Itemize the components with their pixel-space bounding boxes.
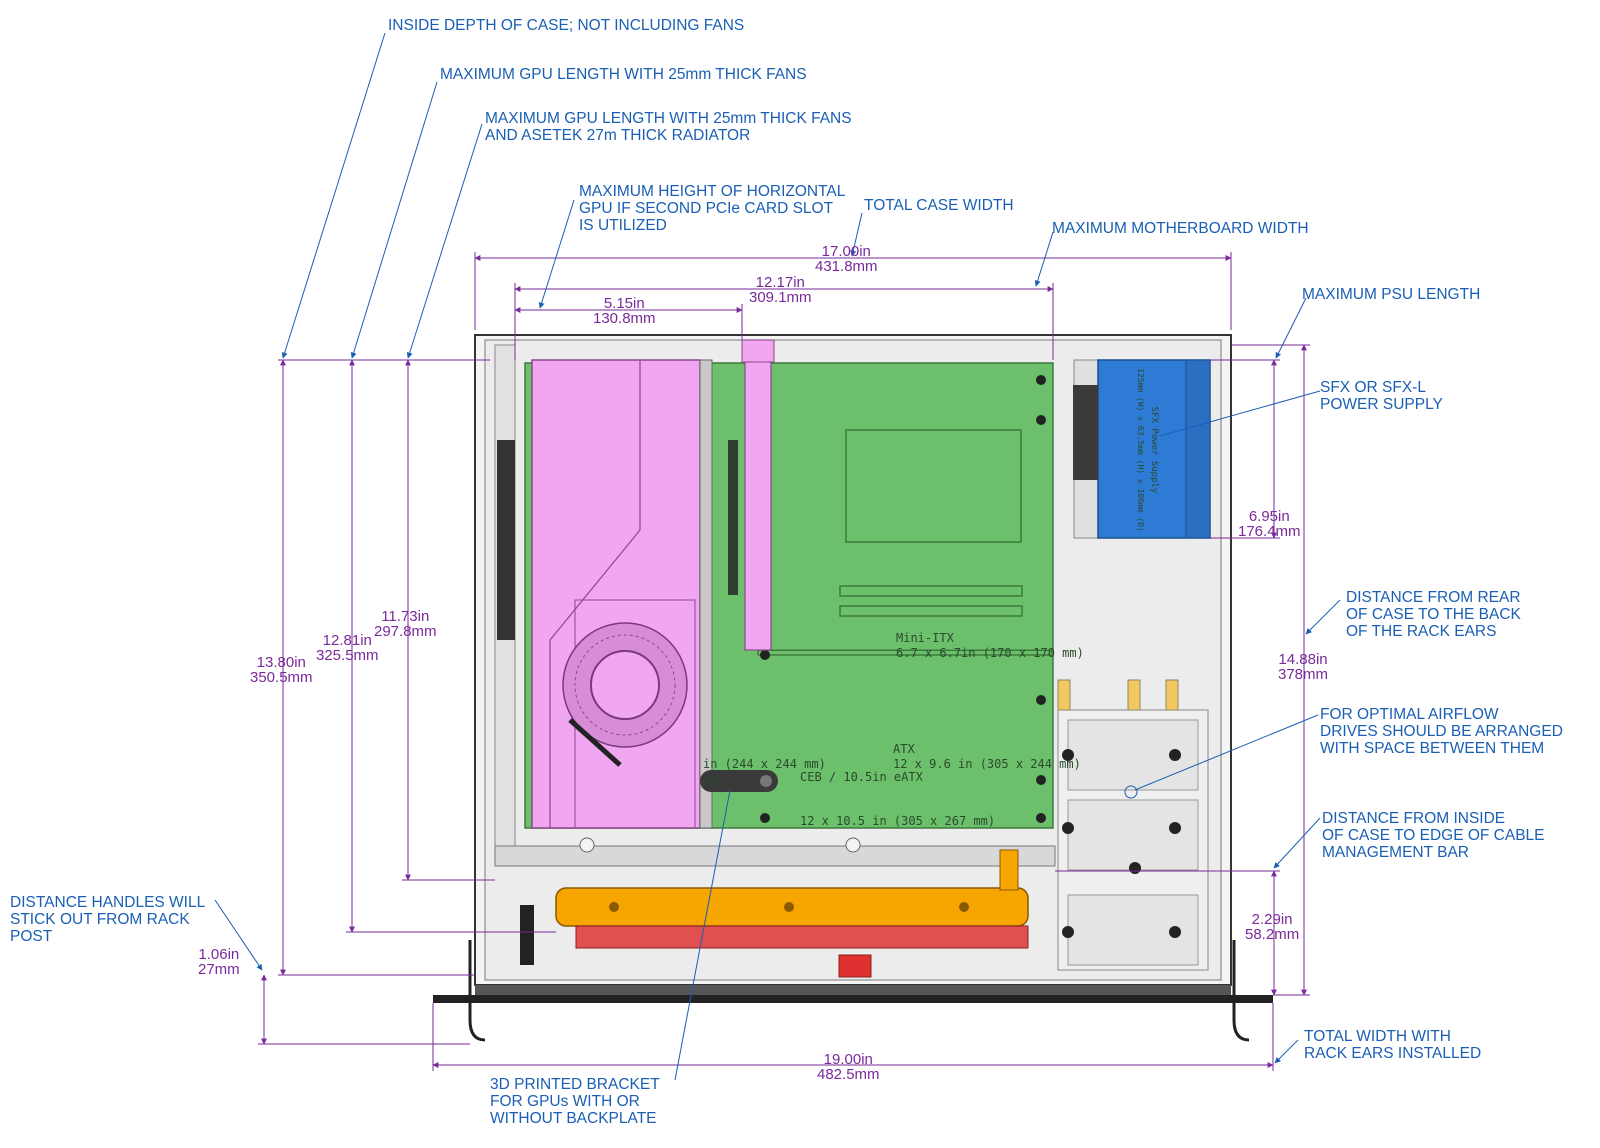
total-width-mm: 482.5mm xyxy=(817,1066,880,1083)
dimension-lines xyxy=(258,252,1310,1071)
cable-bar-label-2: OF CASE TO EDGE OF CABLE xyxy=(1322,827,1545,844)
psu-length-mm: 176.4mm xyxy=(1238,523,1301,540)
cable-management-bar xyxy=(494,837,1056,867)
psu-length-in: 6.95in xyxy=(1248,508,1290,525)
airflow-label-2: DRIVES SHOULD BE ARRANGED xyxy=(1320,723,1563,740)
rack-ears-label-1: DISTANCE FROM REAR xyxy=(1346,589,1521,606)
gpu-length-radiator-label-2: AND ASETEK 27m THICK RADIATOR xyxy=(485,127,751,144)
gpu-length-radiator-label-1: MAXIMUM GPU LENGTH WITH 25mm THICK FANS xyxy=(485,110,852,127)
rack-ears-label-2: OF CASE TO THE BACK xyxy=(1346,606,1521,623)
psu-label-line1: SFX Power Supply xyxy=(1149,407,1159,494)
psu-type-label-2: POWER SUPPLY xyxy=(1320,396,1443,413)
mb-width-in: 12.17in xyxy=(755,274,805,291)
mb-width-mm: 309.1mm xyxy=(749,289,812,306)
bracket-label-1: 3D PRINTED BRACKET xyxy=(490,1076,660,1093)
cable-bar-label-1: DISTANCE FROM INSIDE xyxy=(1322,810,1506,827)
handles-label-1: DISTANCE HANDLES WILL xyxy=(10,894,206,911)
gpu-fans-dimension: 12.81in 325.5mm xyxy=(316,633,379,663)
gpu xyxy=(531,359,713,829)
leader-lines xyxy=(214,32,1341,1081)
gpu-radiator-in: 11.73in xyxy=(381,608,430,625)
pcie-card xyxy=(741,339,775,651)
handles-label-2: STICK OUT FROM RACK xyxy=(10,911,190,928)
total-width-ears-label-1: TOTAL WIDTH WITH xyxy=(1304,1028,1451,1045)
depth-mm: 350.5mm xyxy=(250,669,313,686)
psu-type-label-1: SFX OR SFX-L xyxy=(1320,379,1426,396)
cable-bar-in: 2.29in xyxy=(1251,911,1293,928)
rack-ears-in: 14.88in xyxy=(1278,651,1328,668)
atx-size: 12 x 9.6 in (305 x 244 mm) xyxy=(893,757,1081,771)
psu-length-dimension: 6.95in 176.4mm xyxy=(1238,509,1301,539)
airflow-label-1: FOR OPTIMAL AIRFLOW xyxy=(1320,706,1499,723)
case-width-in: 17.00in xyxy=(821,243,871,260)
horizontal-gpu-label-1: MAXIMUM HEIGHT OF HORIZONTAL xyxy=(579,183,846,200)
bracket-label-3: WITHOUT BACKPLATE xyxy=(490,1110,657,1127)
partial-plate-label: ATE xyxy=(703,775,725,789)
airflow-label-3: WITH SPACE BETWEEN THEM xyxy=(1320,740,1545,757)
radiator xyxy=(555,849,1029,927)
gpu-length-fans-label: MAXIMUM GPU LENGTH WITH 25mm THICK FANS xyxy=(440,66,807,83)
depth-in: 13.80in xyxy=(256,654,306,671)
gpu-radiator-dimension: 11.73in 297.8mm xyxy=(374,609,437,639)
case-width-dimension: 17.00in 431.8mm xyxy=(815,244,878,274)
case-width-mm: 431.8mm xyxy=(815,258,878,275)
total-case-width-label: TOTAL CASE WIDTH xyxy=(864,197,1014,214)
max-motherboard-width-label: MAXIMUM MOTHERBOARD WIDTH xyxy=(1052,220,1309,237)
handles-mm: 27mm xyxy=(198,961,240,978)
horizontal-gpu-label-3: IS UTILIZED xyxy=(579,217,667,234)
total-width-ears-label-2: RACK EARS INSTALLED xyxy=(1304,1045,1482,1062)
partial-size-label: in (244 x 244 mm) xyxy=(703,757,826,771)
total-width-dimension: 19.00in 482.5mm xyxy=(817,1052,880,1082)
ceb-size: 12 x 10.5 in (305 x 267 mm) xyxy=(800,814,995,828)
handles-label-3: POST xyxy=(10,928,53,945)
gpu-bracket xyxy=(700,770,778,792)
horizontal-gpu-dimension: 5.15in 130.8mm xyxy=(593,296,656,326)
bracket-label-2: FOR GPUs WITH OR xyxy=(490,1093,640,1110)
psu: SFX Power Supply 125mm (W) x 63.5mm (H) … xyxy=(1073,359,1211,539)
front-panel xyxy=(433,905,1273,1042)
fans xyxy=(575,925,1029,978)
cable-bar-mm: 58.2mm xyxy=(1245,926,1300,943)
board-labels: Mini-ITX 6.7 x 6.7in (170 x 170 mm) ATX … xyxy=(703,631,1084,828)
horizontal-gpu-in: 5.15in xyxy=(603,295,645,312)
gpu-fans-mm: 325.5mm xyxy=(316,647,379,664)
ceb-name: CEB / 10.5in eATX xyxy=(800,770,924,784)
handles-dimension: 1.06in 27mm xyxy=(198,947,240,977)
inside-depth-label: INSIDE DEPTH OF CASE; NOT INCLUDING FANS xyxy=(388,17,745,34)
psu-label-line2: 125mm (W) x 63.5mm (H) x 100mm (D) xyxy=(1136,368,1145,532)
cable-bar-dimension: 2.29in 58.2mm xyxy=(1245,912,1299,942)
gpu-fans-in: 12.81in xyxy=(322,632,372,649)
atx-name: ATX xyxy=(893,742,915,756)
total-width-in: 19.00in xyxy=(823,1051,873,1068)
drive-cage xyxy=(1057,679,1209,971)
rack-ears-label-3: OF THE RACK EARS xyxy=(1346,623,1497,640)
depth-dimension: 13.80in 350.5mm xyxy=(250,655,313,685)
mini-itx-size: 6.7 x 6.7in (170 x 170 mm) xyxy=(896,646,1084,660)
mini-itx-name: Mini-ITX xyxy=(896,631,955,645)
mb-width-dimension: 12.17in 309.1mm xyxy=(749,275,812,305)
max-psu-length-label: MAXIMUM PSU LENGTH xyxy=(1302,286,1481,303)
rack-ears-mm: 378mm xyxy=(1278,666,1329,683)
handles-in: 1.06in xyxy=(198,946,240,963)
horizontal-gpu-mm: 130.8mm xyxy=(593,310,656,327)
horizontal-gpu-label-2: GPU IF SECOND PCIe CARD SLOT xyxy=(579,200,834,217)
gpu-radiator-mm: 297.8mm xyxy=(374,623,437,640)
rack-ears-dimension: 14.88in 378mm xyxy=(1278,652,1328,682)
cable-bar-label-3: MANAGEMENT BAR xyxy=(1322,844,1469,861)
